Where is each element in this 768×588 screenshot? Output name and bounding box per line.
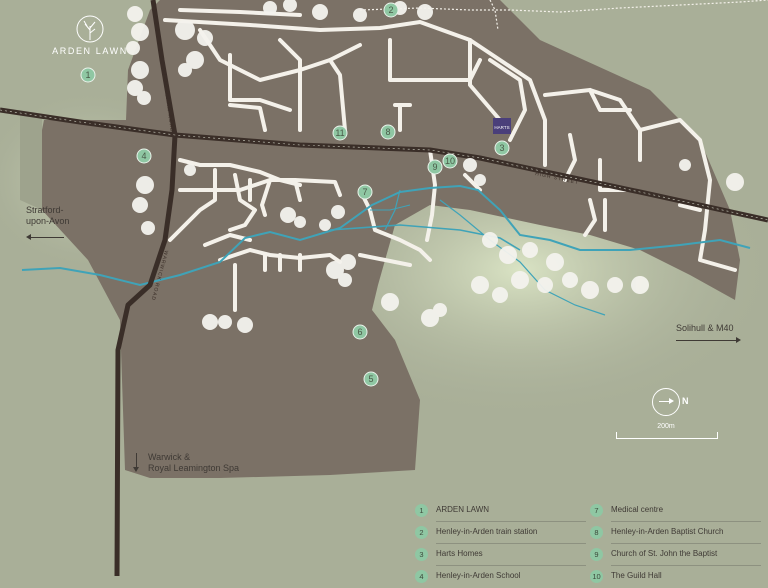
high-street-label: HIGH STREET — [280, 142, 325, 150]
svg-text:8: 8 — [385, 127, 390, 137]
main-roads — [0, 0, 768, 576]
svg-text:10: 10 — [445, 156, 455, 166]
svg-text:11: 11 — [335, 128, 344, 138]
brand-name: ARDEN LAWN — [52, 46, 128, 56]
tree-logo-icon — [76, 15, 104, 43]
pin-4[interactable]: 4 — [136, 148, 152, 164]
svg-text:2: 2 — [388, 5, 393, 15]
legend-item: 3 Harts Homes — [415, 544, 735, 566]
solihull-arrow — [676, 340, 736, 341]
pin-11[interactable]: 11 — [332, 125, 348, 141]
svg-text:9: 9 — [432, 162, 437, 172]
a3400-label: A3400 — [88, 121, 108, 130]
svg-text:6: 6 — [357, 327, 362, 337]
svg-text:5: 5 — [368, 374, 373, 384]
pin-2[interactable]: 2 — [383, 2, 399, 18]
pin-7[interactable]: 7 — [357, 184, 373, 200]
warwick-direction: Warwick & Royal Leamington Spa — [148, 452, 240, 473]
pin-3[interactable]: 3 — [494, 140, 510, 156]
scale-label: 200m — [657, 423, 675, 430]
svg-text:4: 4 — [141, 151, 146, 161]
legend-item: 9 Church of St. John the Baptist — [590, 544, 768, 566]
north-arrow-icon — [659, 401, 672, 402]
tree-clusters — [126, 0, 744, 333]
legend-item: 7 Medical centre — [590, 500, 768, 522]
svg-text:3: 3 — [499, 143, 504, 153]
svg-text:7: 7 — [362, 187, 367, 197]
town-area — [38, 0, 740, 478]
streets — [163, 8, 737, 312]
pin-6[interactable]: 6 — [352, 324, 368, 340]
pin-1[interactable]: 1 — [80, 67, 96, 83]
legend-item: 10 The Guild Hall — [590, 566, 768, 588]
solihull-direction: Solihull & M40 — [676, 323, 734, 333]
north-label: N — [682, 396, 689, 406]
stratford-direction: Stratford- upon-Avon — [26, 205, 70, 226]
legend-item: 8 Henley-in-Arden Baptist Church — [590, 522, 768, 544]
pin-10[interactable]: 10 — [442, 153, 458, 169]
railway — [359, 0, 768, 13]
legend-item: 2 Henley-in-Arden train station — [415, 522, 735, 544]
svg-text:1: 1 — [85, 70, 90, 80]
harts-badge-label: HARTS — [494, 125, 509, 130]
legend-item: 1 ARDEN LAWN — [415, 500, 735, 522]
pin-5[interactable]: 5 — [363, 371, 379, 387]
warwick-arrow — [136, 453, 137, 467]
harts-homes-marker — [493, 118, 511, 134]
scale-bar — [616, 432, 718, 439]
north-indicator — [652, 388, 680, 416]
pin-8[interactable]: 8 — [380, 124, 396, 140]
pin-9[interactable]: 9 — [427, 159, 443, 175]
stratford-arrow — [30, 237, 64, 238]
brand: ARDEN LAWN — [50, 14, 130, 56]
town-map: A3400 HIGH STREET HIGH STREET BIRMINGHAM… — [0, 0, 768, 576]
